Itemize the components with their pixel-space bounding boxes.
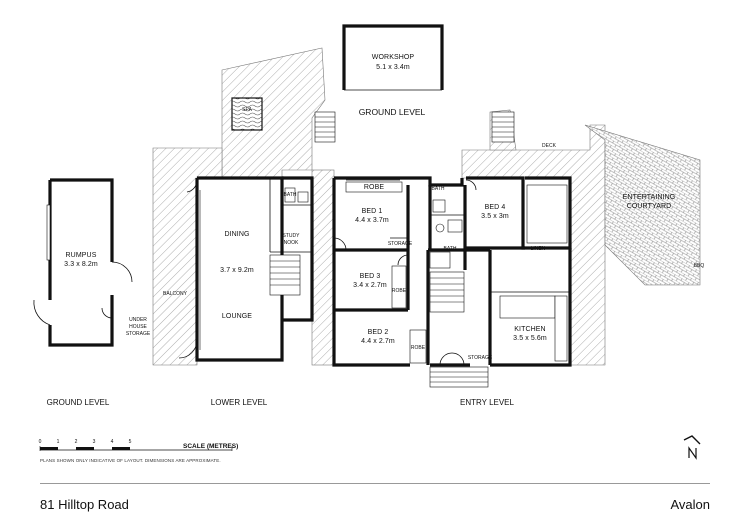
scale-tick-1: 1 [57, 439, 60, 445]
ground-level-top-label: GROUND LEVEL [359, 107, 426, 117]
level-labels: GROUND LEVEL LOWER LEVEL ENTRY LEVEL [47, 398, 515, 407]
robe-bed3-label: ROBE [392, 288, 407, 294]
workshop-label: WORKSHOP [372, 54, 415, 61]
bed4-dim: 3.5 x 3m [481, 213, 509, 220]
scale-tick-2: 2 [75, 439, 78, 445]
deck-label: DECK [542, 143, 557, 149]
rumpus-room [33, 178, 133, 347]
stairs-deck [491, 111, 515, 143]
robe-top-label: ROBE [364, 184, 384, 191]
courtyard-label: COURTYARD [627, 203, 672, 210]
bed3-label: BED 3 [360, 273, 381, 280]
bath-lower-label: BATH [284, 192, 297, 198]
rumpus-label: RUMPUS [66, 252, 97, 259]
bed1-dim: 4.4 x 3.7m [355, 217, 389, 224]
under-house-label-1: UNDER [129, 317, 147, 323]
kitchen-label: KITCHEN [514, 326, 545, 333]
workshop [342, 24, 444, 91]
scale-tick-4: 4 [111, 439, 114, 445]
living-dim: 3.7 x 9.2m [220, 267, 254, 274]
under-house-label-3: STORAGE [126, 331, 151, 337]
under-house-label-2: HOUSE [129, 324, 147, 330]
lower-level [178, 176, 314, 362]
spa [231, 97, 263, 131]
address: 81 Hilltop Road [40, 497, 129, 512]
level-entry: ENTRY LEVEL [460, 398, 515, 407]
bed4-label: BED 4 [485, 204, 506, 211]
balcony-label: BALCONY [163, 291, 188, 297]
bath-entry-top-label: BATH [432, 186, 445, 192]
scale-tick-5: 5 [129, 439, 132, 445]
entry-level [332, 176, 572, 388]
rumpus-dim: 3.3 x 8.2m [64, 261, 98, 268]
storage-mid-label: STORAGE [388, 241, 413, 247]
lounge-label: LOUNGE [222, 313, 252, 320]
footer-divider [40, 483, 710, 484]
robe-bed2-label: ROBE [411, 345, 426, 351]
bed2-label: BED 2 [368, 329, 389, 336]
scale-tick-3: 3 [93, 439, 96, 445]
bbq-label: BBQ [694, 263, 705, 269]
workshop-dim: 5.1 x 3.4m [376, 64, 410, 71]
study-label-1: STUDY [283, 233, 301, 239]
room-labels: WORKSHOP 5.1 x 3.4m SPA GROUND LEVEL DEC… [64, 54, 704, 361]
spa-label: SPA [242, 107, 252, 113]
level-lower: LOWER LEVEL [211, 398, 268, 407]
kitchen-dim: 3.5 x 5.6m [513, 335, 547, 342]
entertaining-label: ENTERTAINING [623, 194, 676, 201]
level-ground: GROUND LEVEL [47, 398, 110, 407]
north-arrow-icon [683, 435, 701, 460]
entertaining-courtyard [584, 124, 701, 286]
bed3-dim: 3.4 x 2.7m [353, 282, 387, 289]
storage-entry-label: STORAGE [468, 355, 493, 361]
disclaimer: PLANS SHOWN ONLY INDICATIVE OF LAYOUT. D… [40, 458, 221, 463]
stairs-ground [314, 111, 336, 143]
suburb: Avalon [670, 497, 710, 512]
scale-bar: 0 1 2 3 4 5 [39, 439, 233, 451]
study-label-2: NOOK [284, 240, 299, 246]
bath-entry-mid-label: BATH [444, 246, 457, 252]
bed2-dim: 4.4 x 2.7m [361, 338, 395, 345]
scale-label: SCALE (METRES) [183, 443, 239, 450]
dining-label: DINING [224, 231, 249, 238]
bed1-label: BED 1 [362, 208, 383, 215]
linen-label: LINEN [531, 246, 546, 252]
scale-tick-0: 0 [39, 439, 42, 445]
